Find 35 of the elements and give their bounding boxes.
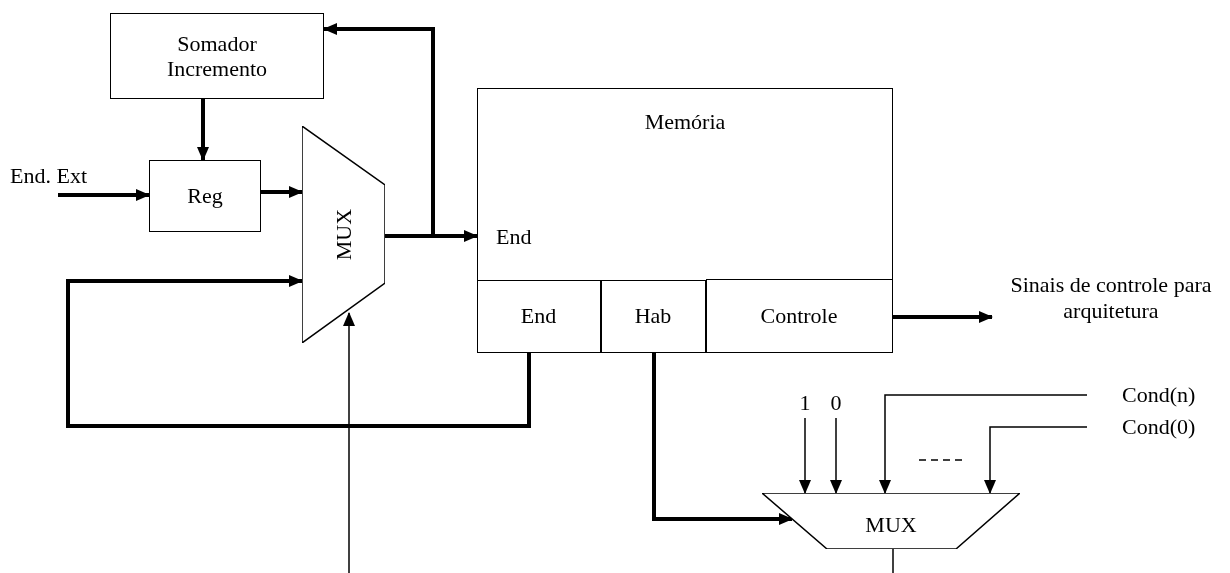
box-label: Controle <box>760 302 838 329</box>
condition-label: Cond(0) <box>1087 412 1230 442</box>
memory-block <box>477 88 893 353</box>
memory-field <box>600 279 706 353</box>
box-label: MUX <box>330 208 357 261</box>
register-box <box>149 160 261 232</box>
arrow <box>879 394 1088 494</box>
box-label: End <box>520 303 557 329</box>
input-value: 1 <box>795 388 815 418</box>
box-label: MUX <box>865 512 917 538</box>
arrow <box>197 99 209 161</box>
arrow <box>652 353 793 525</box>
memory-field <box>705 278 893 353</box>
input-value: 0 <box>826 388 846 418</box>
arrow <box>261 186 303 198</box>
arrow <box>830 417 842 494</box>
arrow <box>799 417 811 494</box>
arrow <box>58 189 150 201</box>
memory-field <box>476 279 601 353</box>
connector-line <box>892 548 894 573</box>
condition-label: Cond(n) <box>1087 380 1230 410</box>
arrow <box>893 311 993 323</box>
arrow <box>323 23 435 238</box>
arrow <box>343 312 355 573</box>
adder-box <box>110 13 324 99</box>
multiplexer-trapezoid <box>762 493 1020 549</box>
arrow <box>66 275 531 428</box>
box-label: Somador Incremento <box>165 30 269 82</box>
block-title: Memória <box>643 109 727 135</box>
box-label: Hab <box>634 303 672 329</box>
arrow <box>984 426 1088 494</box>
box-label: Reg <box>187 183 223 209</box>
multiplexer-trapezoid <box>302 126 385 343</box>
port-label: End <box>496 224 532 250</box>
output-label: Sinais de controle para arquitetura <box>992 262 1230 334</box>
